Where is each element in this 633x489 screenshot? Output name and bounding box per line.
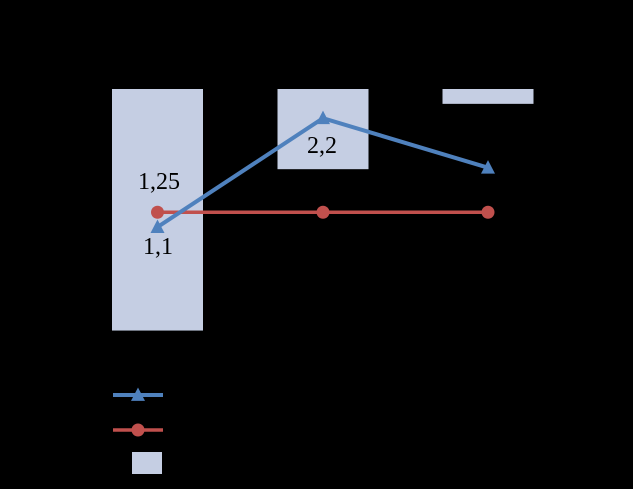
circle-marker [151,205,164,219]
circle-marker [481,205,495,219]
triangle-marker [481,160,495,174]
legend-triangle-marker-icon [131,387,145,401]
triangle-marker [150,219,165,233]
data-label-blue-series-point-2: 2,2 [307,133,337,159]
circle-marker [316,205,330,219]
column-bar [442,89,534,104]
triangle-marker [316,110,330,125]
legend-square-swatch-icon [132,452,162,474]
legend-circle-marker-icon [131,423,145,437]
data-label-red-series-point-1: 1,25 [138,169,180,195]
data-label-blue-series-point-1: 1,1 [143,234,173,260]
